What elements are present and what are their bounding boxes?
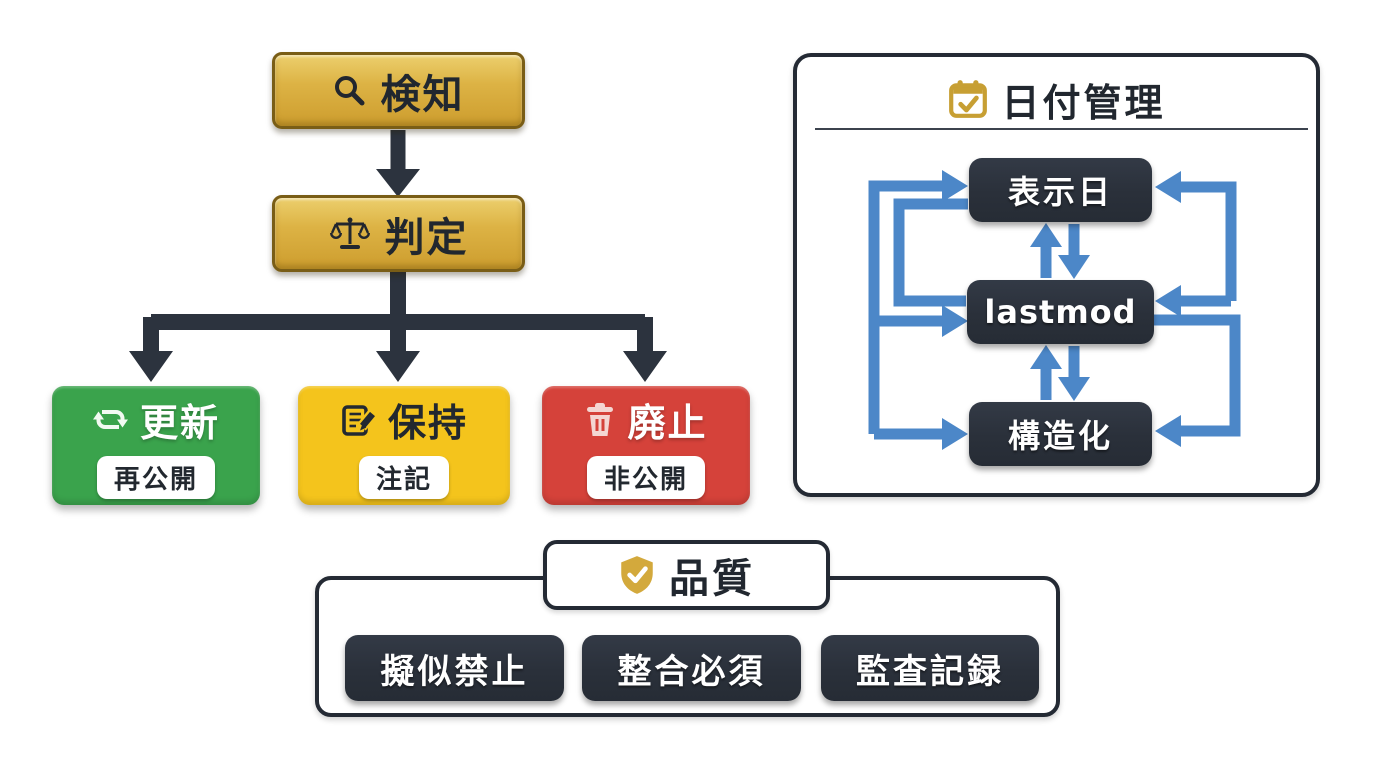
detect-label: 検知 — [380, 71, 465, 118]
quality-item-no-fake-label: 擬似禁止 — [380, 651, 529, 692]
flow-box-judge: 判定 — [272, 195, 525, 272]
flow-box-keep: 保持 注記 — [298, 386, 510, 505]
memo-icon — [342, 404, 377, 436]
date-sync-arrows — [868, 170, 1241, 450]
magnifier-icon — [334, 75, 364, 105]
calendar-check-icon — [949, 80, 988, 118]
keep-label: 保持 — [387, 401, 468, 445]
trash-icon — [587, 402, 614, 436]
date-management-panel: 日付管理 — [793, 53, 1320, 497]
node-display-date: 表示日 — [969, 158, 1152, 222]
flow-box-retire: 廃止 非公開 — [542, 386, 750, 505]
quality-item-audit: 監査記録 — [821, 635, 1039, 701]
flow-box-detect: 検知 — [272, 52, 525, 129]
quality-item-consistency-label: 整合必須 — [617, 651, 766, 692]
node-lastmod-label: lastmod — [984, 293, 1137, 331]
scale-icon — [329, 217, 370, 249]
node-structured-label: 構造化 — [1007, 417, 1113, 455]
retire-label: 廃止 — [627, 401, 708, 445]
update-badge: 再公開 — [96, 456, 215, 499]
date-panel-title: 日付管理 — [1001, 80, 1166, 125]
quality-item-consistency: 整合必須 — [582, 635, 801, 701]
quality-title-tab: 品質 — [543, 540, 830, 610]
node-display-date-label: 表示日 — [1007, 173, 1113, 211]
quality-item-audit-label: 監査記録 — [856, 651, 1004, 692]
date-panel-divider — [815, 128, 1308, 130]
quality-title: 品質 — [669, 556, 755, 602]
quality-item-no-fake: 擬似禁止 — [345, 635, 564, 701]
refresh-icon — [92, 410, 128, 429]
flow-box-update: 更新 再公開 — [52, 386, 260, 505]
update-label: 更新 — [139, 401, 220, 445]
date-panel-title-row: 日付管理 — [797, 71, 1316, 127]
judge-label: 判定 — [384, 214, 469, 261]
node-structured: 構造化 — [969, 402, 1152, 466]
node-lastmod: lastmod — [967, 280, 1154, 344]
shield-check-icon — [621, 556, 653, 594]
keep-badge: 注記 — [358, 456, 449, 499]
retire-badge: 非公開 — [586, 456, 705, 499]
